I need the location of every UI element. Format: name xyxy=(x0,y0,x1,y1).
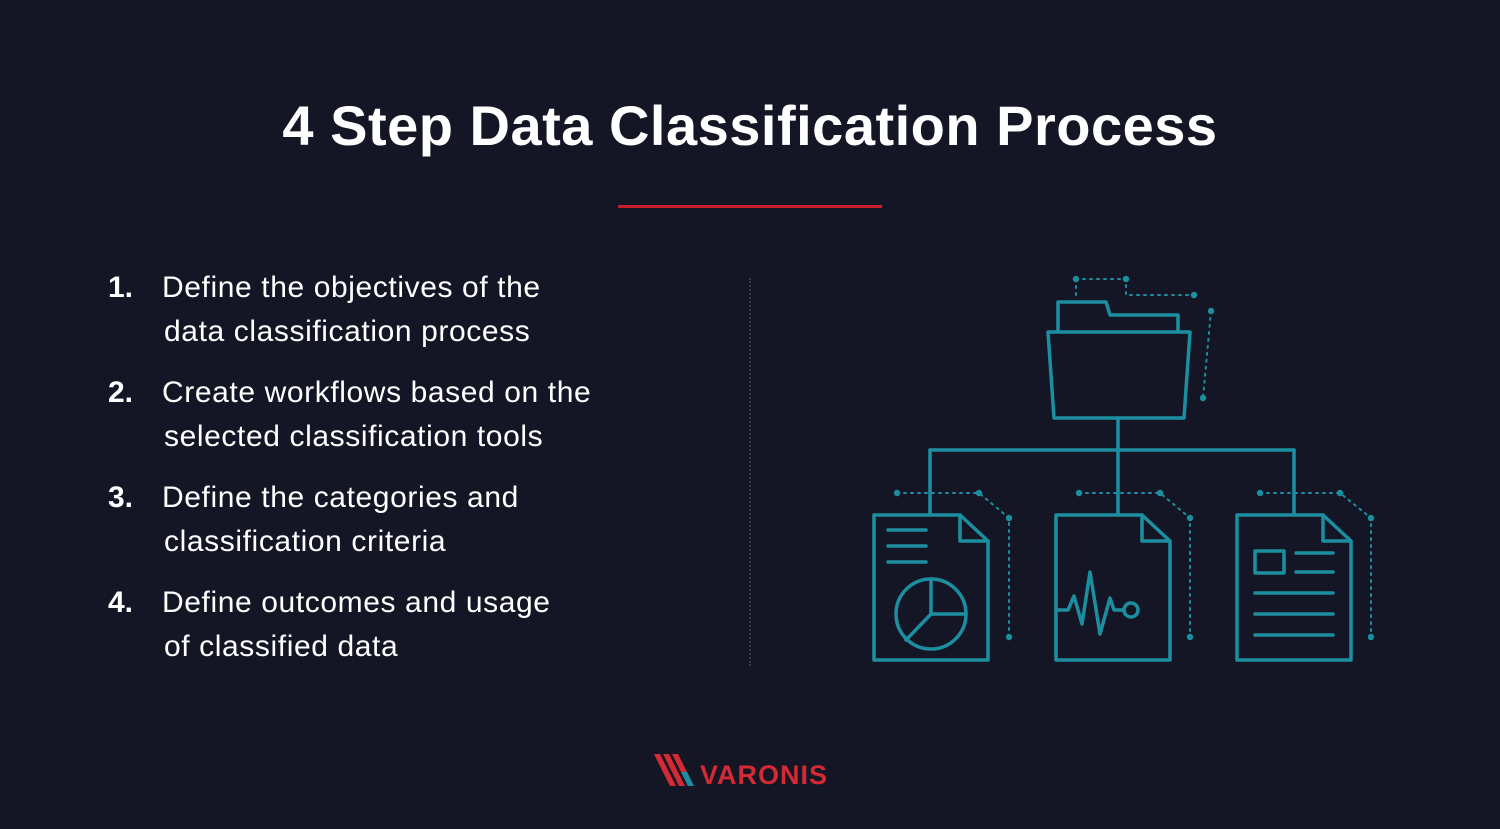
logo-text: VARONIS xyxy=(700,760,829,790)
step-text-line2: classification criteria xyxy=(164,525,447,558)
step-number: 2. xyxy=(108,376,134,409)
step-item: 4. Define outcomes and usage of classifi… xyxy=(108,581,708,686)
pie-chart-document-icon xyxy=(872,513,990,662)
step-number: 3. xyxy=(108,481,134,514)
step-text-line1: Define outcomes and usage xyxy=(162,586,551,619)
page-title: 4 Step Data Classification Process xyxy=(282,94,1218,157)
step-text-line2: data classification process xyxy=(164,315,531,348)
step-text-line1: Define the categories and xyxy=(162,481,519,514)
steps-list: 1. Define the objectives of the data cla… xyxy=(108,266,708,686)
step-text-line2: of classified data xyxy=(164,630,399,663)
dotted-trace-nodes xyxy=(893,275,1375,641)
varonis-logo: VARONIS xyxy=(654,752,854,792)
classification-tree-illustration xyxy=(872,275,1375,662)
step-text-line1: Define the objectives of the xyxy=(162,271,541,304)
step-item: 3. Define the categories and classificat… xyxy=(108,476,708,581)
logo-mark-icon xyxy=(654,754,694,786)
step-item: 1. Define the objectives of the data cla… xyxy=(108,266,708,371)
text-document-icon xyxy=(1235,513,1353,662)
heartbeat-document-icon xyxy=(1054,513,1172,662)
step-item: 2. Create workflows based on the selecte… xyxy=(108,371,708,476)
folder-icon xyxy=(1046,300,1192,420)
tree-connector xyxy=(928,416,1296,517)
step-text-line1: Create workflows based on the xyxy=(162,376,592,409)
step-text-line2: selected classification tools xyxy=(164,420,544,453)
dotted-divider xyxy=(749,278,751,666)
title-underline xyxy=(618,205,882,208)
step-number: 1. xyxy=(108,271,134,304)
step-number: 4. xyxy=(108,586,134,619)
